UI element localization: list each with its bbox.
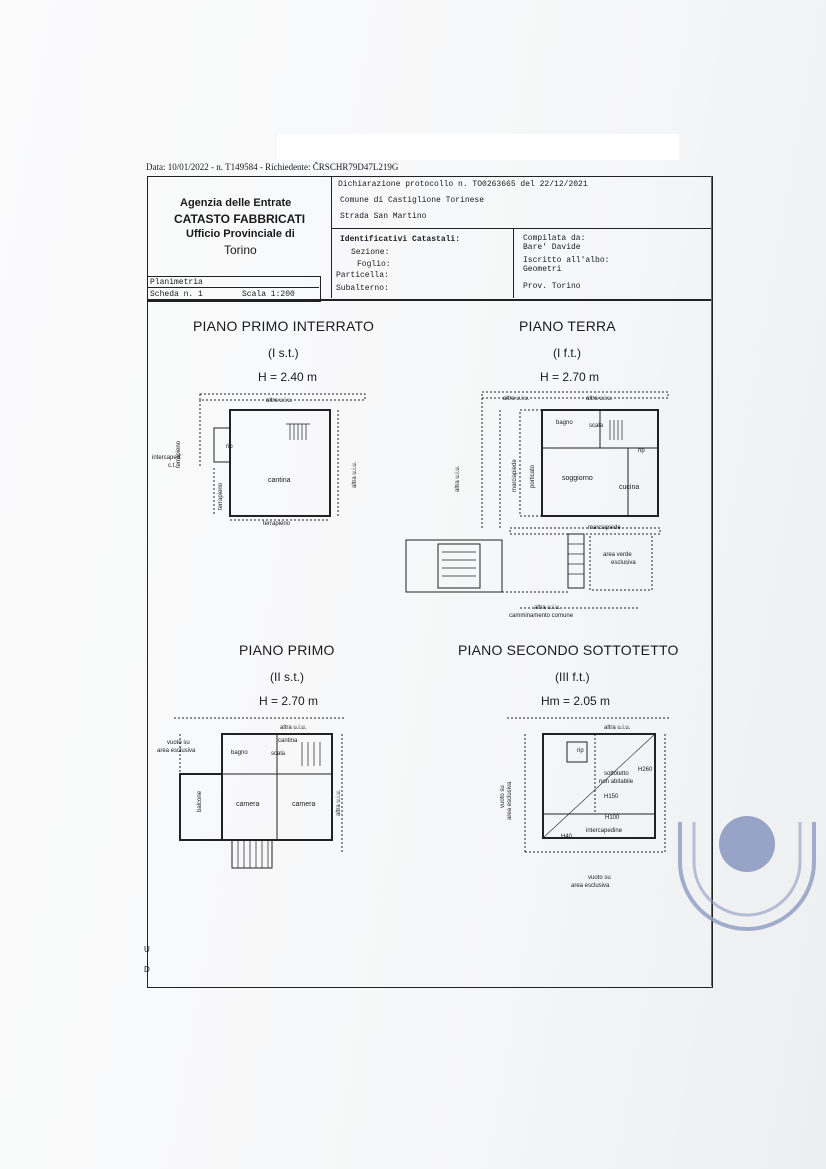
office-line4: Torino (224, 243, 257, 257)
office-box (147, 176, 331, 276)
albo-value: Geometri (523, 265, 562, 274)
address-text: Strada San Martino (340, 212, 427, 221)
terra-scala: scala (589, 423, 604, 429)
comune-text: Comune di Castiglione Torinese (340, 196, 485, 205)
foglio-label: Foglio: (357, 260, 391, 269)
interrato-terrapieno-bottom: terrapieno (263, 521, 291, 527)
subalterno-label: Subalterno: (336, 284, 389, 293)
sottotetto-code: (III f.t.) (555, 670, 590, 684)
header-frame (147, 176, 713, 300)
request-line: Data: 10/01/2022 - n. T149584 - Richiede… (146, 162, 399, 172)
terra-altra-uiu-left: altra u.i.u. (455, 465, 461, 492)
sottotetto-area-esclusiva-left: area esclusiva (507, 781, 513, 820)
interrato-ct: c.t. (168, 463, 177, 469)
primo-vuoto-su: vuoto su (167, 740, 190, 746)
primo-bagno: bagno (231, 750, 248, 756)
terra-marciapiede-bottom: marciapiede (588, 525, 621, 531)
plan-interrato (199, 393, 366, 521)
interrato-height: H = 2.40 m (258, 370, 318, 384)
planimetria-box (147, 276, 321, 302)
sottotetto-vuoto-su-bottom: vuoto su (588, 875, 611, 881)
sottotetto-h-b: H150 (604, 794, 619, 800)
primo-height: H = 2.70 m (259, 694, 319, 708)
terra-bagno: bagno (556, 420, 573, 426)
primo-balcone: balcone (197, 790, 203, 812)
primo-scala: scala (271, 751, 286, 757)
office-line1: Agenzia delle Entrate (180, 197, 292, 209)
particella-label: Particella: (336, 271, 389, 280)
primo-area-esclusiva: area esclusiva (157, 748, 196, 754)
interrato-cantina: cantina (268, 477, 291, 484)
terra-title: PIANO TERRA (519, 318, 616, 334)
terra-camminamento: camminamento comune (509, 613, 574, 619)
interrato-title: PIANO PRIMO INTERRATO (193, 318, 375, 334)
primo-camera-1: camera (236, 801, 260, 808)
identifiers-title: Identificativi Catastali: (340, 235, 461, 244)
drawing-frame (147, 300, 713, 988)
interrato-terrapieno-mid: terrapieno (218, 482, 224, 510)
margin-mark-d: D (144, 965, 150, 974)
header-vdivider-2 (513, 228, 514, 298)
scala-label: Scala 1:200 (242, 290, 295, 299)
sottotetto-label: sottotetto (604, 771, 629, 777)
terra-altra-uiu-top1: altra u.i.u. (503, 396, 530, 402)
office-line2: CATASTO FABBRICATI (174, 212, 306, 226)
terra-rip: rip (638, 448, 645, 454)
office-line3: Ufficio Provinciale di (186, 228, 295, 240)
sottotetto-non-abitabile: non abitabile (599, 779, 634, 785)
outer-frame-right (711, 176, 712, 986)
iscritto-label: Iscritto all'albo: (523, 256, 610, 265)
plan-sottotetto (507, 717, 669, 853)
sottotetto-intercapedine: intercapedine (586, 828, 623, 834)
terra-area-verde: area verde (603, 552, 632, 558)
sottotetto-h-a: H260 (638, 767, 653, 773)
interrato-rip: rip (226, 444, 233, 450)
sottotetto-height: Hm = 2.05 m (541, 694, 611, 708)
interrato-intercaped: intercaped. (152, 455, 182, 461)
primo-code: (II s.t.) (270, 670, 304, 684)
sottotetto-altra-uiu-top: altra u.i.u. (604, 725, 631, 731)
compiled-name: Bare' Davide (523, 243, 581, 252)
protocol-text: Dichiarazione protocollo n. TO0263665 de… (338, 180, 588, 189)
terra-cucina: cucina (619, 484, 640, 491)
terra-esclusiva: esclusiva (611, 560, 636, 566)
terra-height: H = 2.70 m (540, 370, 600, 384)
interrato-code: (I s.t.) (268, 346, 299, 360)
redaction-block (277, 134, 679, 160)
margin-mark-u: U (144, 945, 150, 954)
primo-cantina: cantina (278, 738, 298, 744)
sezione-label: Sezione: (351, 248, 390, 257)
interrato-altra-uiu-top: altra u.i.u. (266, 398, 293, 404)
prov-value: Prov. Torino (523, 282, 581, 291)
primo-title: PIANO PRIMO (239, 642, 335, 658)
primo-altra-uiu-right: altra u.i.u. (336, 789, 342, 816)
terra-marciapiede-left: marciapiede (512, 459, 518, 492)
terra-altra-uiu-top2: altra u.i.u. (586, 396, 613, 402)
interrato-altra-uiu-right: altra u.i.u. (352, 461, 358, 488)
sottotetto-h-c: H100 (605, 815, 620, 821)
scheda-label: Scheda n. 1 (150, 290, 203, 299)
terra-altra-uiu-bottom: altra u.i.u. (534, 605, 561, 611)
sottotetto-area-esclusiva-bottom: area esclusiva (571, 883, 610, 889)
header-hdivider (331, 228, 711, 229)
compiled-label: Compilata da: (523, 234, 586, 243)
sottotetto-rip: rip (577, 748, 584, 754)
sottotetto-title: PIANO SECONDO SOTTOTETTO (458, 642, 679, 658)
plan-terra (405, 391, 669, 609)
terra-soggiorno: soggiorno (562, 475, 593, 482)
primo-altra-uiu-top: altra u.i.u. (280, 725, 307, 731)
sottotetto-h-d: H40 (561, 834, 573, 840)
plan-primo (174, 717, 346, 869)
primo-camera-2: camera (292, 801, 316, 808)
planimetria-title: Planimetria (150, 278, 203, 287)
header-vdivider (331, 176, 332, 298)
terra-code: (I f.t.) (553, 346, 581, 360)
watermark-logo (678, 816, 816, 931)
sottotetto-vuoto-su-left: vuoto su (500, 785, 506, 808)
terra-porticato: porticato (530, 464, 536, 488)
planimetria-divider (147, 287, 319, 288)
